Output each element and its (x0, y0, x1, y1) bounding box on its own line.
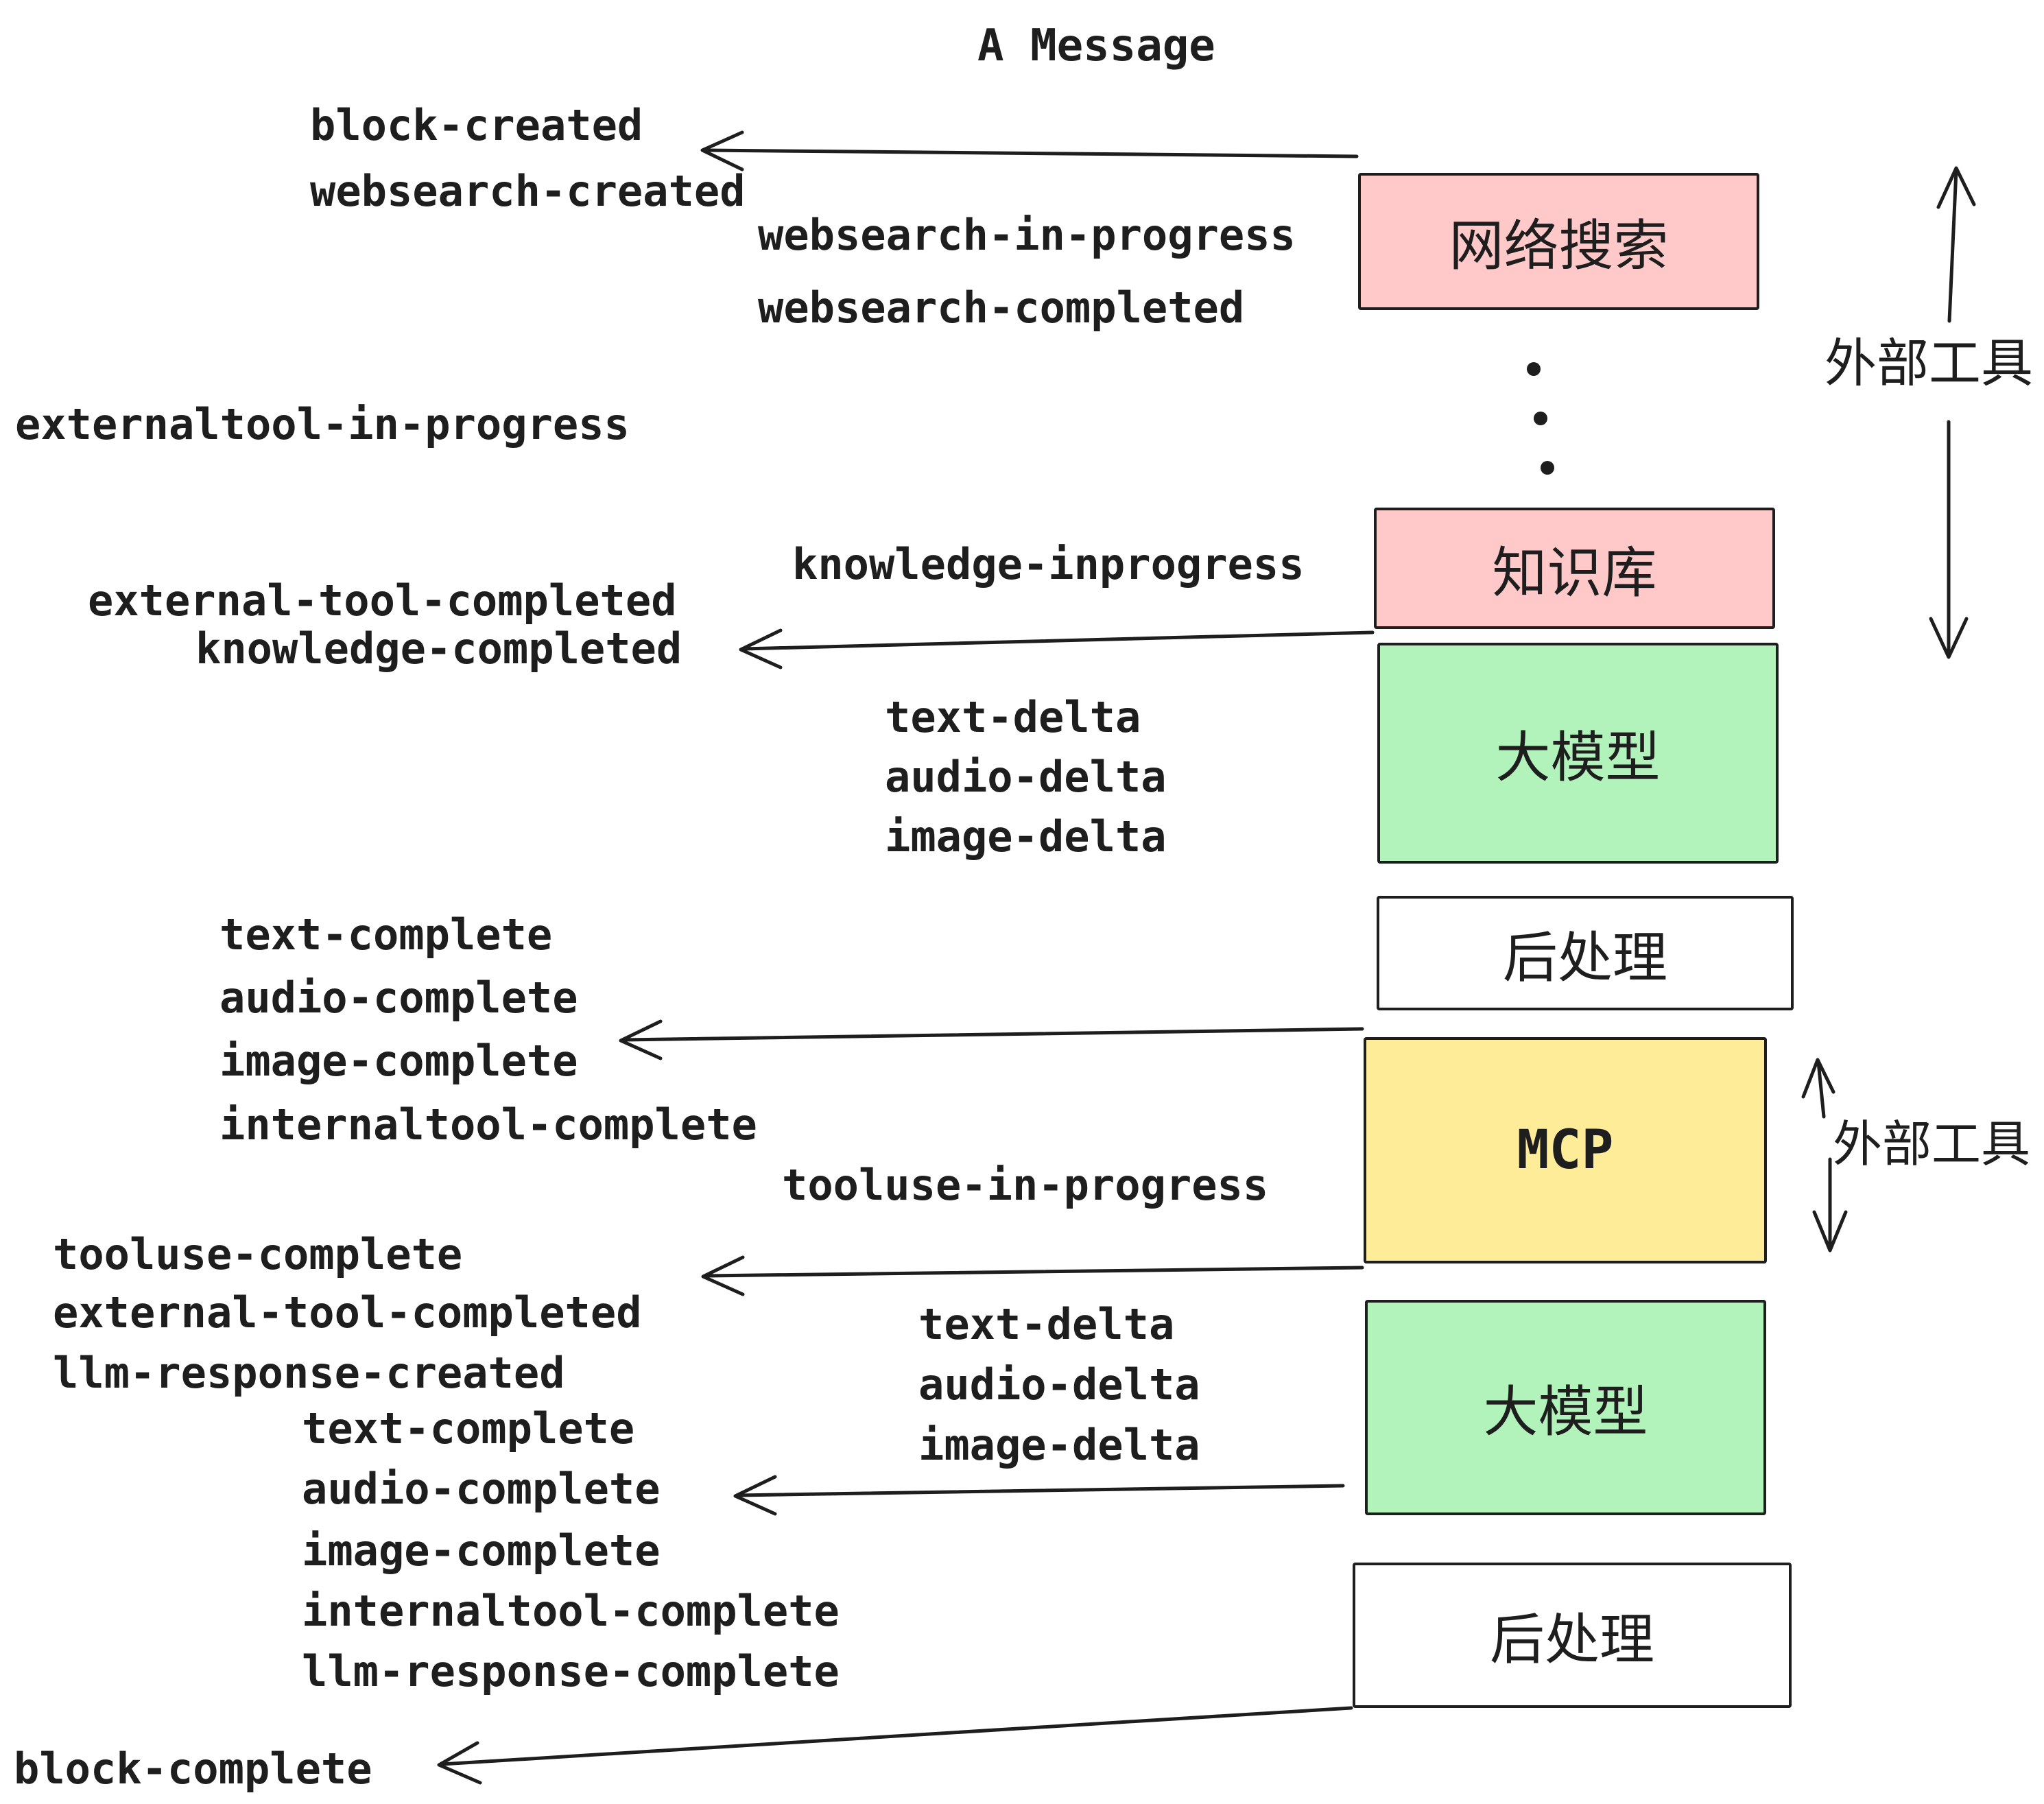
event-llm-response-complete: llm-response-complete (302, 1646, 840, 1696)
box-llm-top: 大模型 (1377, 643, 1779, 864)
box-llm-bottom-label: 大模型 (1483, 1380, 1648, 1444)
event-tooluse-complete: tooluse-complete (53, 1229, 463, 1279)
event-knowledge-completed: knowledge-completed (195, 624, 682, 674)
box-knowledge-label: 知识库 (1492, 541, 1657, 605)
event-tooluse-in-progress: tooluse-in-progress (782, 1160, 1269, 1210)
event-audio-delta-2: audio-delta (918, 1360, 1200, 1410)
event-internaltool-complete-1: internaltool-complete (219, 1100, 757, 1150)
event-external-tool-completed-2: external-tool-completed (53, 1287, 642, 1338)
event-block-created: block-created (310, 100, 643, 150)
event-audio-delta-1: audio-delta (885, 752, 1167, 802)
event-websearch-created: websearch-created (310, 166, 746, 216)
event-websearch-completed: websearch-completed (758, 283, 1245, 333)
box-postprocess-top-label: 后处理 (1503, 925, 1667, 990)
event-llm-response-created: llm-response-created (53, 1348, 565, 1398)
event-text-delta-1: text-delta (885, 692, 1141, 742)
external-tools-top-down-arrow (1929, 420, 1969, 659)
box-mcp-label: MCP (1517, 1119, 1614, 1181)
annotation-external-tools-mid: 外部工具 (1833, 1115, 2031, 1173)
arrow-to-block-complete (437, 1706, 1353, 1785)
event-websearch-in-progress: websearch-in-progress (758, 210, 1296, 260)
event-internaltool-complete-2: internaltool-complete (302, 1586, 840, 1636)
event-image-delta-2: image-delta (918, 1420, 1200, 1470)
box-knowledge: 知识库 (1374, 508, 1775, 629)
event-externaltool-in-progress: externaltool-in-progress (15, 399, 630, 449)
box-postprocess-top: 后处理 (1377, 896, 1794, 1010)
event-text-delta-2: text-delta (918, 1299, 1175, 1349)
event-knowledge-inprogress: knowledge-inprogress (792, 539, 1305, 589)
annotation-external-tools-top: 外部工具 (1825, 333, 2033, 394)
box-websearch-label: 网络搜索 (1449, 214, 1669, 278)
event-text-complete-1: text-complete (219, 910, 553, 960)
external-tools-mid-up-arrow (1801, 1058, 1835, 1119)
arrow-to-audio-complete (733, 1475, 1345, 1516)
page-title: A Message (977, 21, 1215, 71)
box-mcp: MCP (1364, 1037, 1767, 1263)
event-image-complete-2: image-complete (302, 1526, 661, 1576)
box-llm-top-label: 大模型 (1495, 726, 1661, 790)
event-audio-complete-2: audio-complete (302, 1464, 661, 1514)
arrow-to-knowledge-completed (739, 628, 1375, 669)
arrow-to-websearch-created (700, 130, 1359, 171)
vertical-ellipsis-icon (1527, 362, 1554, 475)
arrow-to-image-complete (619, 1019, 1364, 1060)
box-websearch: 网络搜索 (1358, 173, 1759, 310)
box-postprocess-bottom-label: 后处理 (1490, 1608, 1654, 1672)
event-image-complete-1: image-complete (219, 1036, 578, 1086)
event-external-tool-completed-1: external-tool-completed (88, 575, 677, 626)
event-block-complete: block-complete (14, 1744, 372, 1794)
box-postprocess-bottom: 后处理 (1353, 1563, 1792, 1708)
box-llm-bottom: 大模型 (1365, 1300, 1766, 1515)
event-text-complete-2: text-complete (302, 1403, 635, 1453)
external-tools-top-up-arrow (1936, 166, 1976, 323)
event-image-delta-1: image-delta (885, 811, 1167, 862)
arrow-to-tooluse-complete (701, 1255, 1364, 1296)
event-audio-complete-1: audio-complete (219, 973, 578, 1023)
